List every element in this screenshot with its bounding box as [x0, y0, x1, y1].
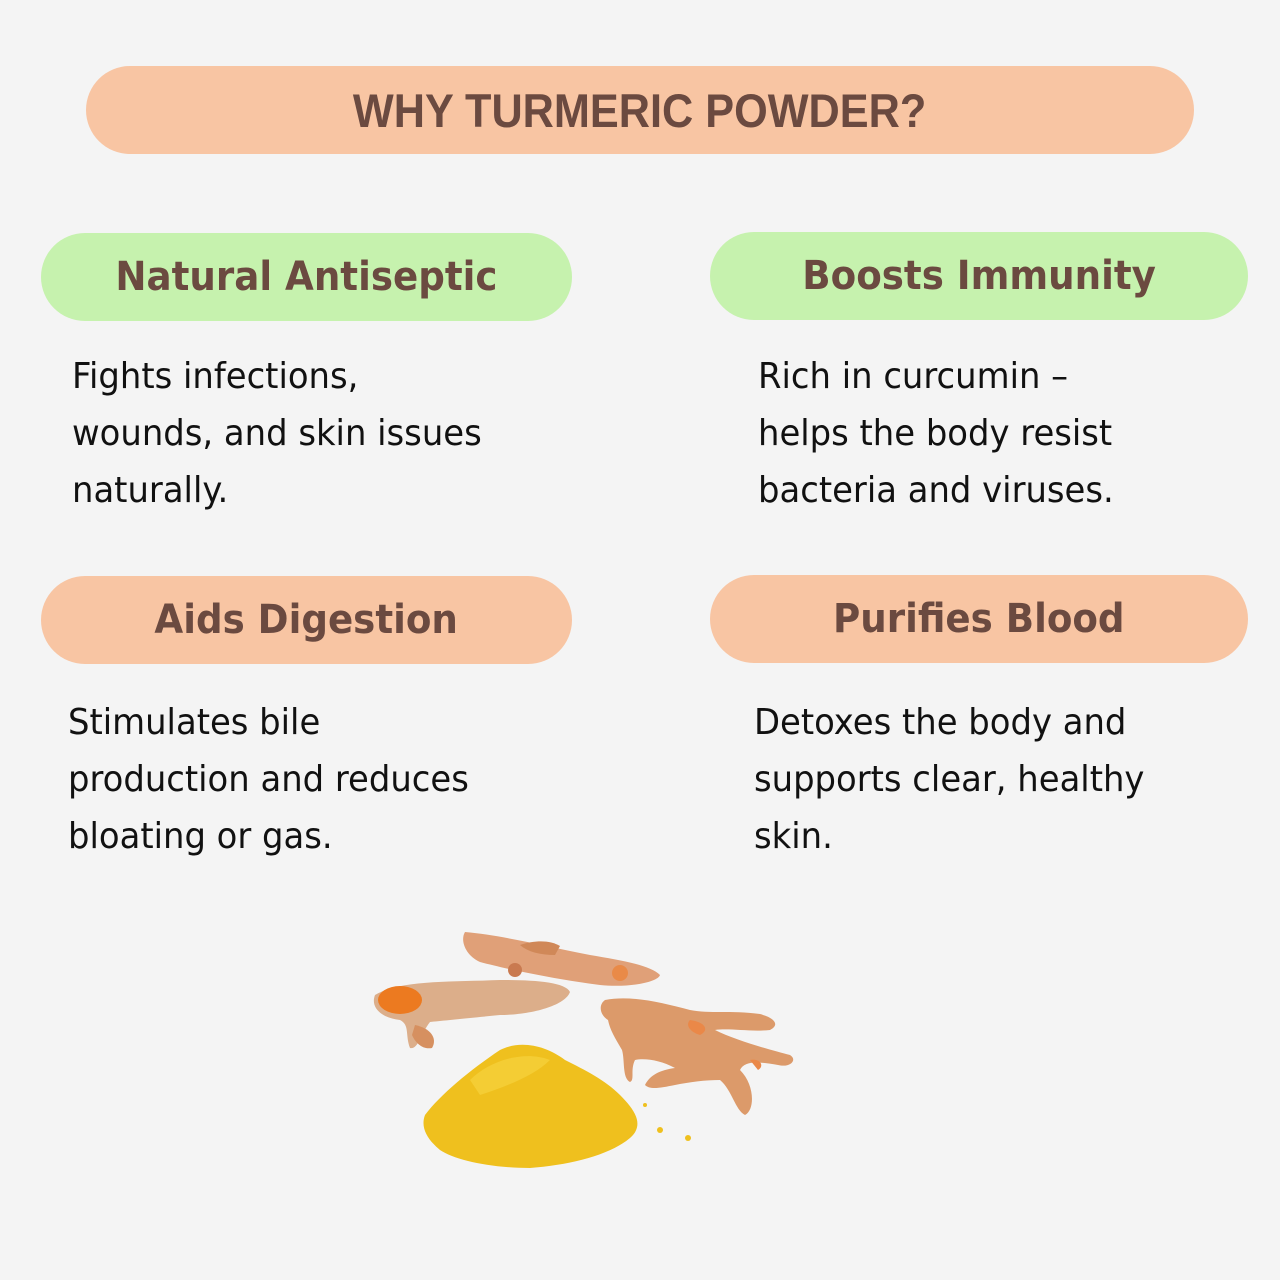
benefit-description: Detoxes the body and supports clear, hea…: [754, 702, 1145, 857]
benefit-description: Stimulates bile production and reduces b…: [68, 702, 469, 857]
benefit-title: Natural Antiseptic: [115, 254, 498, 300]
benefit-heading-natural-antiseptic: Natural Antiseptic: [41, 233, 572, 321]
benefit-title: Aids Digestion: [154, 597, 459, 643]
benefit-heading-aids-digestion: Aids Digestion: [41, 576, 572, 664]
turmeric-roots-and-powder-icon: [360, 910, 810, 1190]
benefit-title: Boosts Immunity: [802, 253, 1156, 299]
title-banner: WHY TURMERIC POWDER?: [86, 66, 1194, 154]
page-title: WHY TURMERIC POWDER?: [353, 83, 927, 137]
benefit-heading-boosts-immunity: Boosts Immunity: [710, 232, 1248, 320]
benefit-description: Fights infections, wounds, and skin issu…: [72, 356, 482, 511]
benefit-title: Purifies Blood: [833, 596, 1125, 642]
benefit-heading-purifies-blood: Purifies Blood: [710, 575, 1248, 663]
benefit-description: Rich in curcumin – helps the body resist…: [758, 356, 1114, 511]
